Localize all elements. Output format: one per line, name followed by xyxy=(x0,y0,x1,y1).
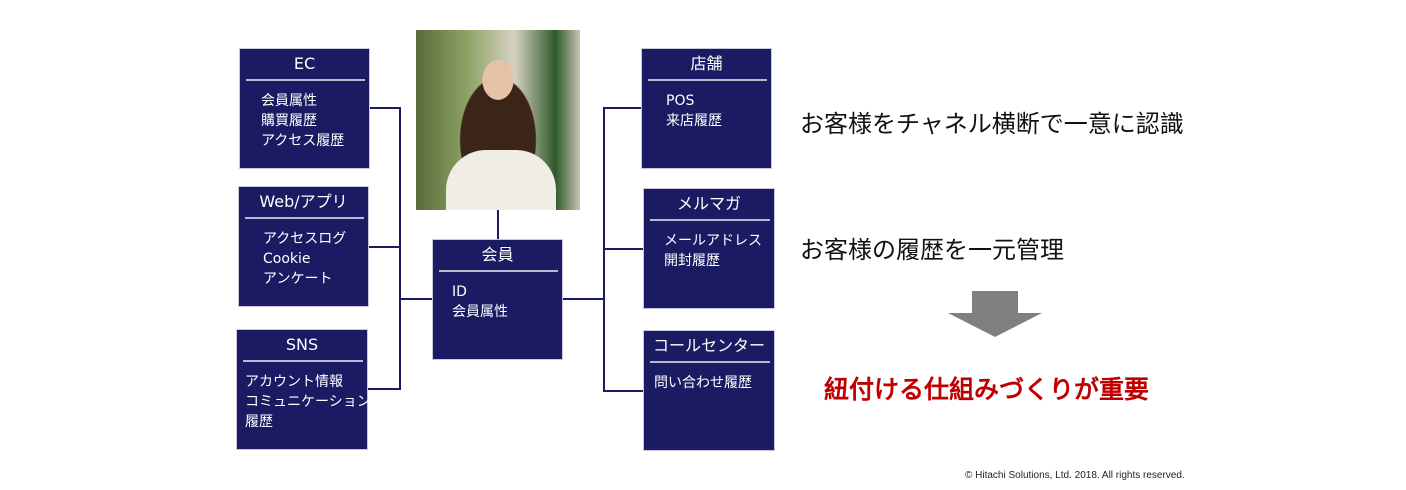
web-app-box: Web/アプリ アクセスログ Cookie アンケート xyxy=(238,186,369,307)
call-center-box: コールセンター 問い合わせ履歴 xyxy=(643,330,775,451)
statement-history: お客様の履歴を一元管理 xyxy=(800,236,1064,264)
box-item: 開封履歴 xyxy=(664,253,720,269)
divider xyxy=(650,361,770,363)
divider xyxy=(245,217,364,219)
ec-box: EC 会員属性 購買履歴 アクセス履歴 xyxy=(239,48,370,169)
store-box: 店舗 POS 来店履歴 xyxy=(641,48,772,169)
down-arrow-icon xyxy=(948,291,1042,337)
box-item: POS xyxy=(666,93,695,109)
box-item: アカウント情報 xyxy=(245,374,343,390)
connector xyxy=(399,107,401,390)
box-item: アンケート xyxy=(263,271,333,287)
connector xyxy=(497,210,499,239)
connector xyxy=(563,298,604,300)
box-item: コミュニケーション xyxy=(245,394,371,410)
box-item: メールアドレス xyxy=(664,233,762,249)
member-box: 会員 ID 会員属性 xyxy=(432,239,563,360)
box-title: コールセンター xyxy=(652,336,765,355)
divider xyxy=(439,270,558,272)
box-item: 来店履歴 xyxy=(666,113,722,129)
connector xyxy=(604,107,641,109)
box-title: Web/アプリ xyxy=(259,192,348,211)
divider xyxy=(650,219,770,221)
connector xyxy=(604,390,643,392)
box-item: 問い合わせ履歴 xyxy=(654,375,752,391)
box-item: 会員属性 xyxy=(452,304,508,320)
divider xyxy=(648,79,767,81)
box-item: アクセスログ xyxy=(263,231,347,247)
box-item: 購買履歴 xyxy=(261,113,317,129)
statement-identify: お客様をチャネル横断で一意に認識 xyxy=(800,110,1184,138)
box-title: メルマガ xyxy=(676,194,741,213)
box-item: ID xyxy=(452,284,467,300)
customer-photo xyxy=(416,30,580,210)
copyright: © Hitachi Solutions, Ltd. 2018. All righ… xyxy=(965,470,1185,481)
conclusion: 紐付ける仕組みづくりが重要 xyxy=(824,375,1150,404)
connector xyxy=(400,298,432,300)
box-item: 会員属性 xyxy=(261,93,317,109)
divider xyxy=(246,79,365,81)
connector xyxy=(370,107,400,109)
box-item: 履歴 xyxy=(245,414,273,430)
connector xyxy=(368,388,400,390)
sns-box: SNS アカウント情報 コミュニケーション 履歴 xyxy=(236,329,371,450)
divider xyxy=(243,360,363,362)
mail-magazine-box: メルマガ メールアドレス 開封履歴 xyxy=(643,188,775,309)
connector xyxy=(369,246,400,248)
box-title: EC xyxy=(293,54,316,73)
connector xyxy=(604,248,643,250)
box-title: 会員 xyxy=(481,245,514,264)
box-item: アクセス履歴 xyxy=(261,133,345,149)
box-item: Cookie xyxy=(263,251,311,267)
box-title: 店舗 xyxy=(690,54,723,73)
box-title: SNS xyxy=(285,335,319,354)
